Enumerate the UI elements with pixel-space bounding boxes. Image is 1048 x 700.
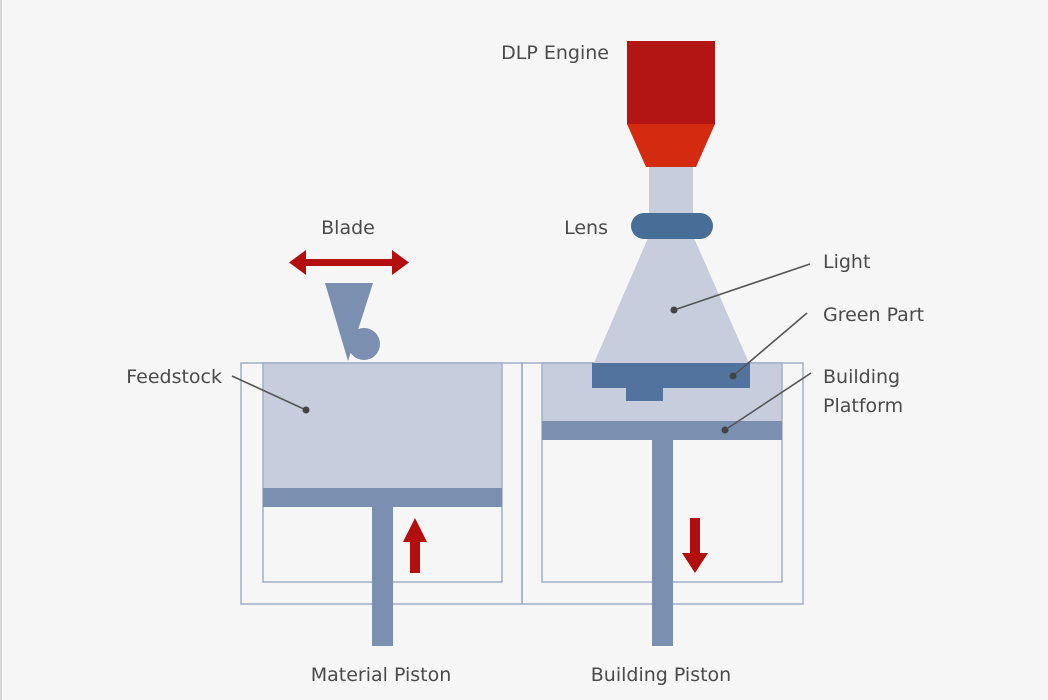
green-part [592,363,750,401]
label-dlp-engine: DLP Engine [501,42,609,64]
label-blade: Blade [321,217,375,239]
building-platform-leader-dot [721,426,729,434]
label-material-piston: Material Piston [311,664,452,686]
building-piston-rod [652,440,673,646]
building-platform [542,421,782,440]
label-building-platform-line1: Building [823,366,900,388]
label-green-part: Green Part [823,304,924,326]
building-platform-leader [724,372,812,431]
lens [631,213,713,239]
feedstock [263,363,502,490]
light-leader [673,263,811,311]
material-piston-plate [263,488,502,507]
label-building-platform-line2: Platform [823,395,903,417]
material-piston-up-arrow [403,518,427,573]
feedstock-leader [231,375,307,411]
blade [325,283,380,361]
light-leader-dot [670,306,678,314]
material-piston-rod [372,507,393,646]
green-part-leader-dot [729,372,737,380]
light-column [649,165,693,215]
label-light: Light [823,251,870,273]
building-piston-down-arrow [682,518,708,573]
dlp-engine-nozzle [627,124,715,167]
dlp-engine-body [627,41,715,124]
label-lens: Lens [564,217,608,239]
light-beam [594,238,749,363]
green-part-leader [732,312,808,377]
feedstock-leader-dot [302,406,310,414]
blade-arrow [289,250,409,275]
label-building-piston: Building Piston [591,664,731,686]
label-feedstock: Feedstock [126,366,222,388]
